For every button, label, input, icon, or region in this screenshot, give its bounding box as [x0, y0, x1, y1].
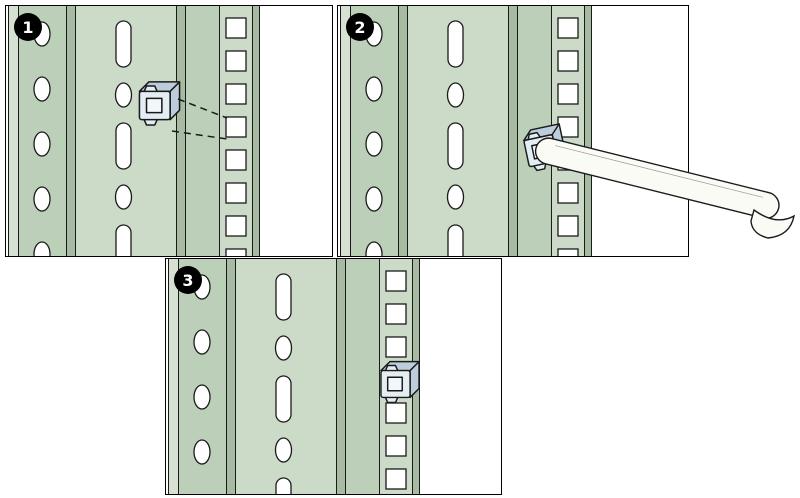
rack-illustration-step-3 — [167, 259, 421, 494]
step-number: 3 — [182, 270, 194, 290]
tool-handle-curl — [750, 208, 795, 239]
rack-illustration-step-1 — [7, 6, 261, 256]
step-number: 1 — [22, 17, 34, 37]
step-badge: 3 — [174, 266, 202, 294]
alignment-dashed-lines — [171, 98, 228, 140]
step-number: 2 — [354, 17, 366, 37]
insertion-tool-icon — [534, 137, 795, 239]
tool-blade-ridge — [555, 145, 763, 198]
panel-step-1: 1 — [5, 5, 333, 257]
tool-blade — [534, 137, 780, 220]
step-badge: 2 — [346, 13, 374, 41]
rack-illustration-step-2 — [339, 6, 795, 256]
panel-step-3: 3 — [165, 258, 502, 495]
panel-step-2: 2 — [337, 5, 795, 257]
step-badge: 1 — [14, 13, 42, 41]
